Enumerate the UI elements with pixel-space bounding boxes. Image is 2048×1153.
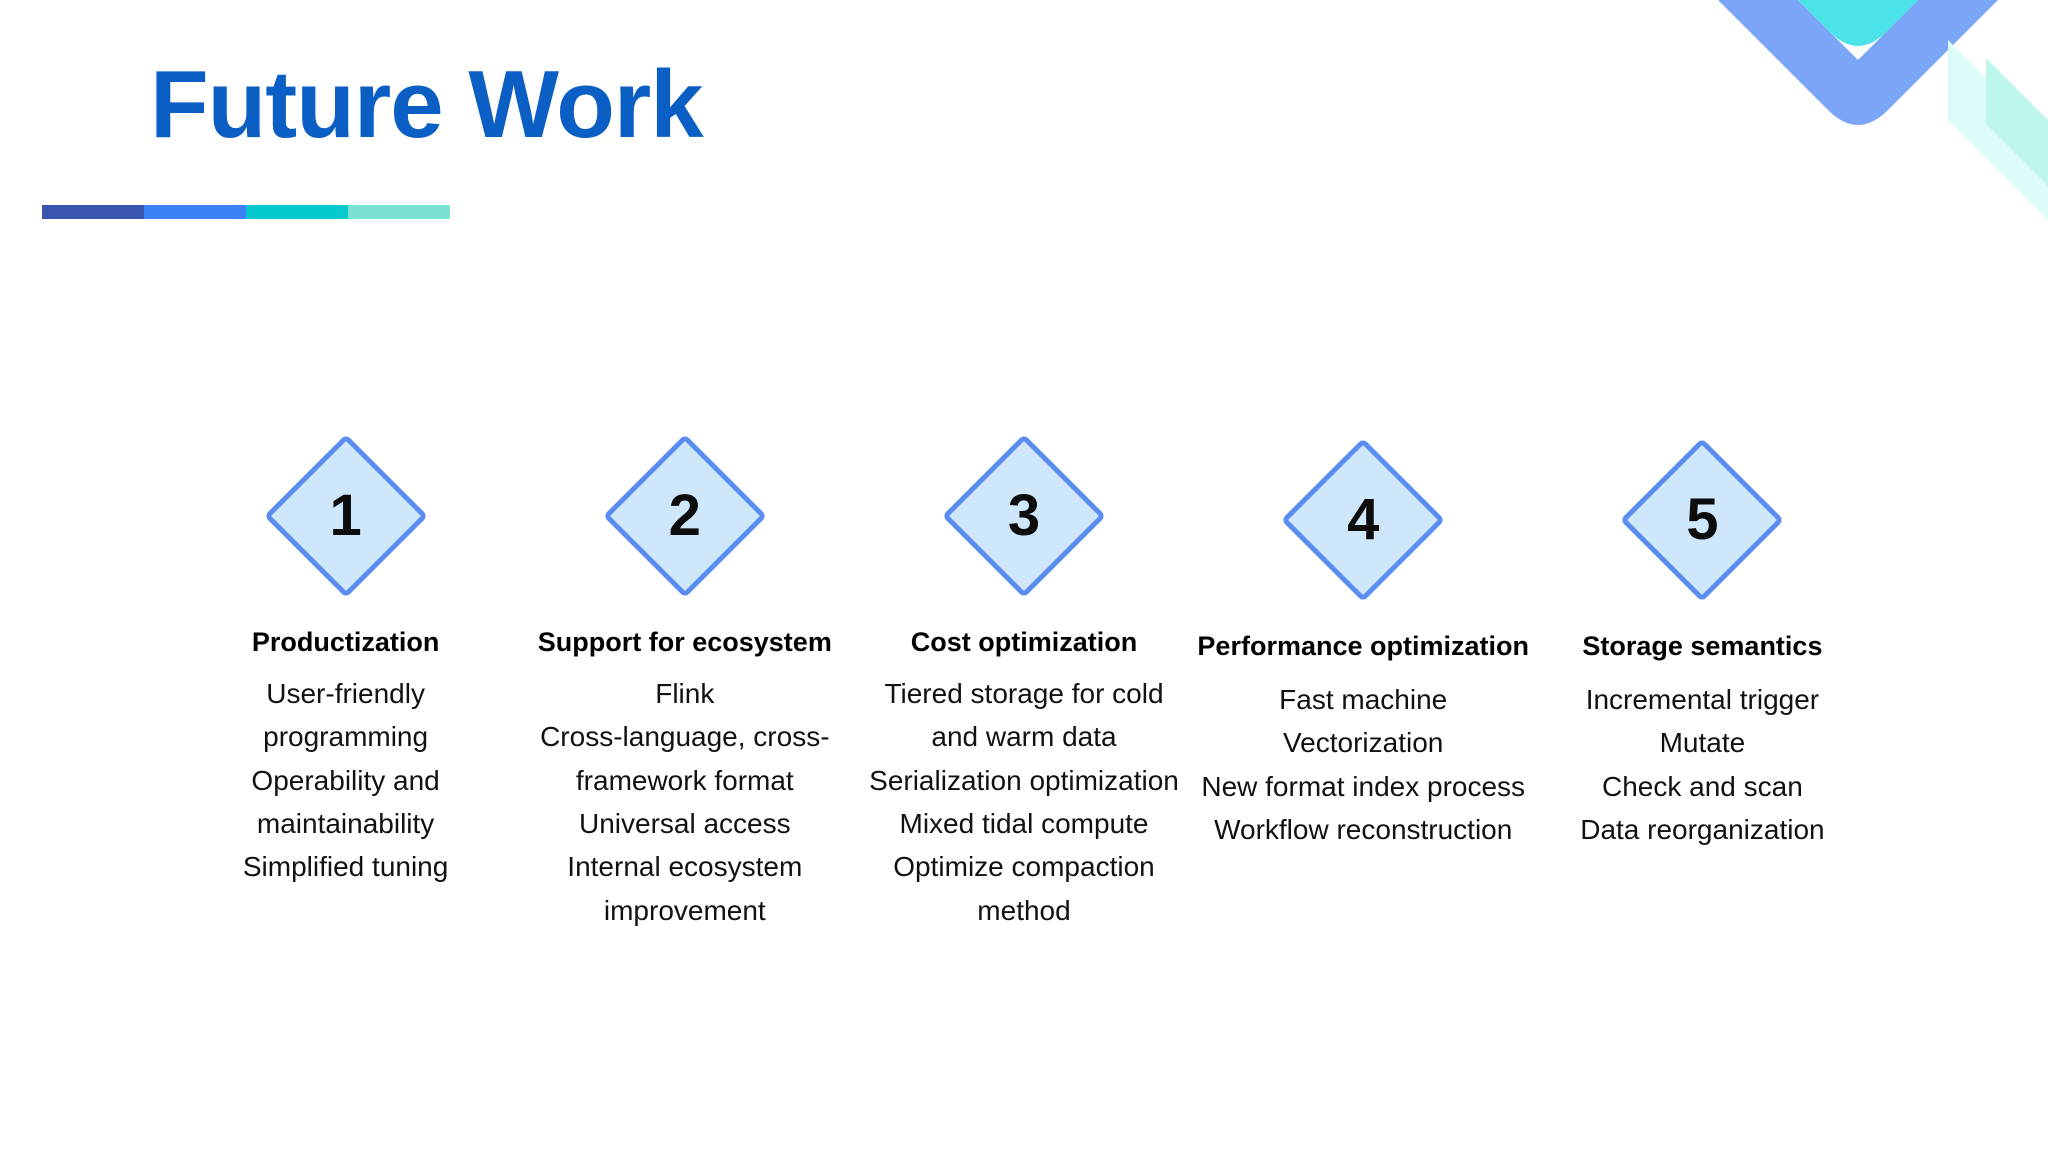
list-item: Incremental trigger (1585, 683, 1820, 715)
chevron-faint-inner-icon (1986, 58, 2048, 186)
list-item: maintainability (256, 807, 435, 839)
column-heading: Performance optimization (1197, 631, 1529, 661)
accent-bar-segment-3 (246, 205, 348, 219)
list-item: Mutate (1659, 727, 1746, 759)
chevron-outer-icon (1718, 0, 1998, 125)
accent-bar-segment-4 (348, 205, 450, 219)
list-item: programming (263, 721, 429, 753)
list-item: Internal ecosystem (567, 851, 803, 883)
list-item: method (977, 894, 1071, 926)
list-item: Cross-language, cross- (540, 721, 830, 753)
list-item: Serialization optimization (869, 764, 1179, 796)
column-item-list: Flink Cross-language, cross- framework f… (515, 672, 854, 932)
column-3-cost-optimization: 3 Cost optimization Tiered storage for c… (854, 430, 1193, 1070)
diamond-number: 3 (1007, 483, 1041, 548)
chevron-faint-outer-icon (1948, 40, 2048, 220)
diamond-badge-3: 3 (938, 430, 1110, 602)
column-item-list: Fast machine Vectorization New format in… (1194, 678, 1533, 852)
list-item: Fast machine (1279, 683, 1448, 715)
list-item: framework format (575, 764, 794, 796)
column-4-performance-optimization: 4 Performance optimization Fast machine … (1194, 430, 1533, 1070)
list-item: Check and scan (1602, 770, 1803, 802)
list-item: New format index process (1201, 770, 1526, 802)
list-item: Workflow reconstruction (1214, 813, 1513, 845)
column-heading: Storage semantics (1582, 631, 1823, 661)
column-heading: Support for ecosystem (537, 627, 832, 657)
column-item-list: Incremental trigger Mutate Check and sca… (1533, 678, 1872, 852)
future-work-columns: 1 Productization User-friendly programmi… (0, 430, 2048, 1070)
column-item-list: Tiered storage for cold and warm data Se… (854, 672, 1193, 932)
corner-chevron-decoration (1718, 0, 2048, 220)
diamond-number: 4 (1347, 487, 1380, 552)
list-item: Simplified tuning (242, 851, 449, 883)
list-item: Mixed tidal compute (899, 807, 1149, 839)
diamond-badge-4: 4 (1277, 434, 1449, 606)
list-item: Universal access (578, 807, 791, 839)
column-item-list: User-friendly programming Operability an… (176, 672, 515, 889)
page-title: Future Work (150, 51, 704, 158)
diamond-number: 1 (329, 483, 362, 548)
diamond-number: 2 (668, 483, 701, 548)
list-item: Vectorization (1283, 727, 1444, 759)
diamond-badge-2: 2 (599, 430, 771, 602)
column-5-storage-semantics: 5 Storage semantics Incremental trigger … (1533, 430, 1872, 1070)
list-item: Flink (655, 677, 715, 709)
column-1-productization: 1 Productization User-friendly programmi… (176, 430, 515, 1070)
accent-bar-segment-1 (42, 205, 144, 219)
column-2-support-for-ecosystem: 2 Support for ecosystem Flink Cross-lang… (515, 430, 854, 1070)
list-item: improvement (603, 894, 766, 926)
diamond-badge-5: 5 (1616, 434, 1788, 606)
list-item: Optimize compaction (893, 851, 1155, 883)
column-heading: Cost optimization (910, 627, 1138, 657)
column-heading: Productization (251, 627, 440, 657)
list-item: Data reorganization (1580, 813, 1825, 845)
accent-bar-segment-2 (144, 205, 246, 219)
chevron-middle-icon (1798, 0, 1918, 46)
list-item: Tiered storage for cold (884, 677, 1164, 709)
list-item: and warm data (931, 721, 1117, 753)
diamond-badge-1: 1 (260, 430, 432, 602)
list-item: User-friendly (266, 677, 425, 709)
list-item: Operability and (251, 764, 440, 796)
accent-bar (42, 205, 450, 219)
diamond-number: 5 (1686, 487, 1719, 552)
